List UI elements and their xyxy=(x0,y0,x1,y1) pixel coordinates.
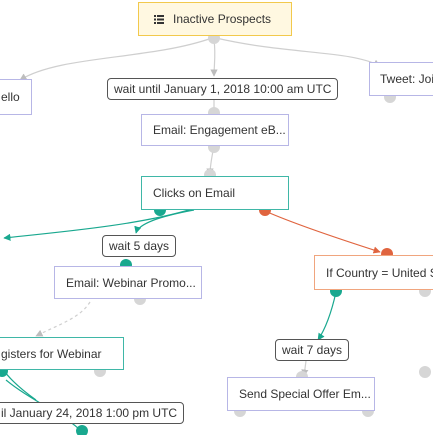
connector-clicks-no-country xyxy=(264,210,381,254)
node-clicks-on-email-label: Clicks on Email xyxy=(153,186,236,200)
wait-5-days-label: wait 5 days xyxy=(109,239,170,253)
trigger-label: Inactive Prospects xyxy=(173,12,272,26)
wait-7-days-pill[interactable]: wait 7 days xyxy=(275,339,350,361)
node-email-webinar-promo-label: Email: Webinar Promo... xyxy=(66,275,196,290)
node-send-special-offer[interactable]: Send Special Offer Em... xyxy=(227,377,375,411)
wait-until-jan24-pill[interactable]: il January 24, 2018 1:00 pm UTC xyxy=(0,402,185,424)
connector-trigger-to-hello xyxy=(19,37,213,81)
node-tweet-partial[interactable]: Tweet: Joi xyxy=(369,62,433,96)
connector-trigger-to-wait-jan1 xyxy=(210,39,218,77)
wait-7-days-label: wait 7 days xyxy=(282,343,343,357)
node-hello-label: ello xyxy=(1,90,20,104)
connector-promo-to-registers xyxy=(35,301,91,337)
node-email-engagement[interactable]: Email: Engagement eB... xyxy=(141,114,289,146)
connector-country-yes-wait7 xyxy=(317,291,337,341)
wait-until-jan1-pill[interactable]: wait until January 1, 2018 10:00 am UTC xyxy=(107,78,339,100)
list-icon xyxy=(154,14,164,24)
port-right-edge[interactable] xyxy=(419,366,431,378)
node-clicks-on-email[interactable]: Clicks on Email xyxy=(141,176,289,210)
trigger-node-inactive-prospects[interactable]: Inactive Prospects xyxy=(138,2,292,36)
node-if-country-label: If Country = United S xyxy=(326,265,433,280)
wait-until-jan24-label: il January 24, 2018 1:00 pm UTC xyxy=(1,406,178,420)
node-email-engagement-label: Email: Engagement eB... xyxy=(153,123,286,137)
node-tweet-label: Tweet: Joi xyxy=(380,72,433,86)
node-send-special-offer-label: Send Special Offer Em... xyxy=(239,387,371,401)
port-wait-jan24-out[interactable] xyxy=(76,425,88,435)
node-if-country[interactable]: If Country = United S xyxy=(314,255,433,290)
connector-trigger-to-tweet xyxy=(215,37,381,67)
wait-until-jan1-label: wait until January 1, 2018 10:00 am UTC xyxy=(114,82,332,96)
node-hello-partial[interactable]: ello xyxy=(0,79,32,115)
node-email-webinar-promo[interactable]: Email: Webinar Promo... xyxy=(54,266,202,299)
node-registers-for-webinar[interactable]: gisters for Webinar xyxy=(0,337,124,370)
node-registers-label: gisters for Webinar xyxy=(1,346,102,361)
wait-5-days-pill[interactable]: wait 5 days xyxy=(102,235,177,257)
connector-clicks-yes-wait5 xyxy=(134,209,195,234)
